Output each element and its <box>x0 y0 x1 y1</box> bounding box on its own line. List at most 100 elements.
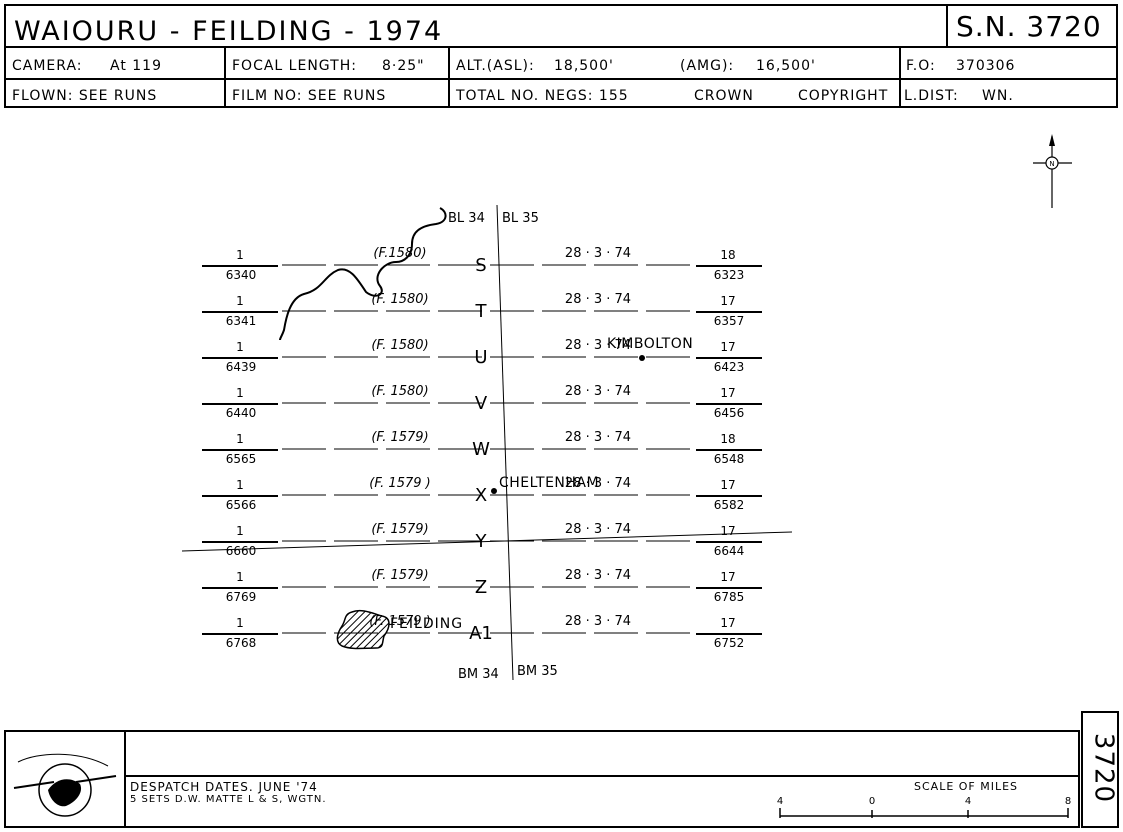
run-date: 28 · 3 · 74 <box>565 522 631 537</box>
run-last-frame: 18 <box>720 432 735 446</box>
place-feilding: FEILDING <box>390 616 463 632</box>
scale-tick-label: 4 <box>965 796 971 807</box>
scale-tick-label: 0 <box>869 796 875 807</box>
sheet-boundary-line <box>496 204 514 681</box>
run-last-negative: 6423 <box>714 360 745 374</box>
run-last-negative: 6456 <box>714 406 745 420</box>
fo-label: F.O: <box>906 58 936 74</box>
run-first-negative: 6565 <box>226 452 257 466</box>
footer-row-divider <box>124 775 1078 777</box>
scale-tick-label: 8 <box>1065 796 1071 807</box>
camera-value: At 119 <box>110 58 162 74</box>
run-date: 28 · 3 · 74 <box>565 614 631 629</box>
ldist-label: L.DIST: <box>904 88 959 104</box>
header-row-divider <box>6 78 1116 80</box>
run-first-negative: 6769 <box>226 590 257 604</box>
sortie-title: WAIOURU - FEILDING - 1974 <box>14 16 444 47</box>
run-first-frame: 1 <box>236 570 244 584</box>
scale-bar: 4 0 4 8 <box>777 796 1071 818</box>
scale-tick-label: 4 <box>777 796 783 807</box>
run-film-number: (F. 1579) <box>371 522 428 537</box>
header-col-divider <box>899 46 901 108</box>
run-last-frame: 17 <box>720 294 735 308</box>
amg-value: 16,500' <box>756 58 816 74</box>
run-date: 28 · 3 · 74 <box>565 568 631 583</box>
crown-text: CROWN <box>694 88 754 104</box>
run-film-number: (F. 1579) <box>371 568 428 583</box>
run-date: 28 · 3 · 74 <box>565 246 631 261</box>
run-last-frame: 17 <box>720 478 735 492</box>
run-last-negative: 6644 <box>714 544 745 558</box>
run-date: 28 · 3 · 74 <box>565 292 631 307</box>
focal-length-value: 8·25" <box>382 58 425 74</box>
run-first-frame: 1 <box>236 386 244 400</box>
river-line <box>279 207 447 341</box>
fo-value: 370306 <box>956 58 1016 74</box>
run-first-frame: 1 <box>236 478 244 492</box>
run-first-frame: 1 <box>236 432 244 446</box>
run-film-number: (F. 1580) <box>371 338 428 353</box>
run-film-number: (F.1580) <box>373 246 426 261</box>
sets-text: 5 SETS D.W. MATTE L & S, WGTN. <box>130 794 327 805</box>
run-first-negative: 6439 <box>226 360 257 374</box>
run-last-negative: 6323 <box>714 268 745 282</box>
run-first-frame: 1 <box>236 294 244 308</box>
header-table: WAIOURU - FEILDING - 1974 S.N. 3720 CAME… <box>4 4 1118 108</box>
sheet-label-bm35: BM 35 <box>517 664 558 679</box>
run-film-number: (F. 1579 ) <box>369 476 430 491</box>
alt-asl-value: 18,500' <box>554 58 614 74</box>
run-last-frame: 18 <box>720 248 735 262</box>
north-letter: N <box>1049 160 1054 168</box>
flown-text: FLOWN: SEE RUNS <box>12 88 158 104</box>
run-letter: S <box>475 255 486 276</box>
run-last-negative: 6582 <box>714 498 745 512</box>
run-film-number: (F. 1580) <box>371 292 428 307</box>
sheet-label-bm34: BM 34 <box>458 667 499 682</box>
run-first-negative: 6768 <box>226 636 257 650</box>
total-negs-text: TOTAL NO. NEGS: 155 <box>456 88 629 104</box>
run-letter: T <box>475 301 488 322</box>
run-letter: U <box>474 347 487 368</box>
run-last-negative: 6548 <box>714 452 745 466</box>
run-letter: W <box>472 439 490 460</box>
run-first-frame: 1 <box>236 340 244 354</box>
focal-length-label: FOCAL LENGTH: <box>232 58 357 74</box>
scale-title: SCALE OF MILES <box>914 780 1019 793</box>
nz-aerial-mapping-logo-icon <box>13 753 117 817</box>
sortie-number: S.N. 3720 <box>956 10 1102 43</box>
film-number-text: FILM NO: SEE RUNS <box>232 88 387 104</box>
run-letter: Z <box>475 577 487 598</box>
footer-panel: DESPATCH DATES. JUNE '74 5 SETS D.W. MAT… <box>4 730 1080 828</box>
sheet-label-bl35: BL 35 <box>502 211 539 226</box>
cheltenham-dot <box>491 488 497 494</box>
run-date: 28 · 3 · 74 <box>565 430 631 445</box>
flight-runs: 1 6340 (F.1580) S 28 · 3 · 74 18 6323 1 6341 (F. … <box>202 246 762 650</box>
side-sortie-number: 3720 <box>1081 711 1119 828</box>
feilding-town-area <box>336 609 390 650</box>
boundary-line <box>181 531 793 552</box>
copyright-text: COPYRIGHT <box>798 88 889 104</box>
run-first-frame: 1 <box>236 616 244 630</box>
run-letter: A1 <box>469 623 493 644</box>
run-first-frame: 1 <box>236 248 244 262</box>
run-letter: Y <box>475 531 488 552</box>
alt-asl-label: ALT.(ASL): <box>456 58 535 74</box>
run-first-frame: 1 <box>236 524 244 538</box>
footer-divider <box>124 732 126 826</box>
run-film-number: (F. 1579) <box>371 430 428 445</box>
header-col-divider <box>224 46 226 108</box>
run-first-negative: 6341 <box>226 314 257 328</box>
north-arrow-icon: N <box>1033 134 1072 208</box>
run-first-negative: 6340 <box>226 268 257 282</box>
run-first-negative: 6566 <box>226 498 257 512</box>
run-date: 28 · 3 · 74 <box>565 384 631 399</box>
place-cheltenham: CHELTENHAM <box>499 475 599 491</box>
run-first-negative: 6660 <box>226 544 257 558</box>
run-last-frame: 17 <box>720 616 735 630</box>
run-letter: V <box>475 393 488 414</box>
header-row-divider <box>6 46 1116 48</box>
run-date: 28 · 3 · 74 <box>565 476 631 491</box>
run-last-frame: 17 <box>720 570 735 584</box>
side-number-text: 3720 <box>1088 732 1119 804</box>
